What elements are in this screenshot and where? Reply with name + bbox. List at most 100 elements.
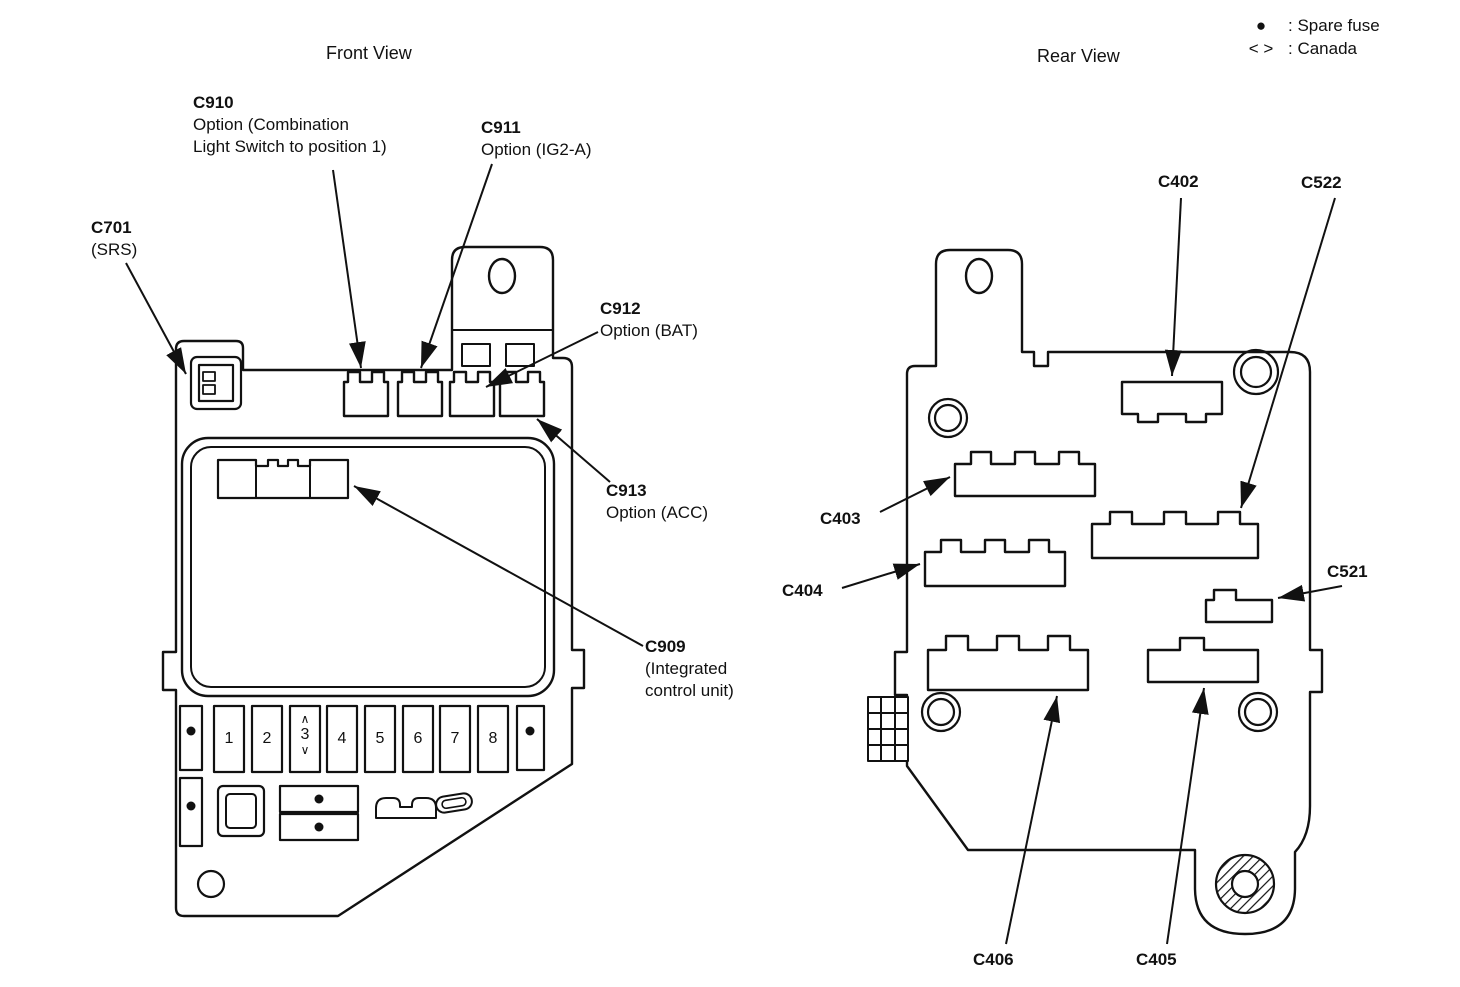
connector-desc: Option (BAT): [600, 321, 698, 340]
fuse-number-2: 2: [262, 730, 272, 747]
spare-fuse-slot: [178, 776, 204, 848]
label-c910: C910 Option (Combination Light Switch to…: [193, 92, 387, 158]
label-c912: C912 Option (BAT): [600, 298, 698, 342]
leader-c911: [420, 163, 493, 369]
label-c406: C406: [973, 950, 1014, 969]
label-c403: C403: [820, 509, 861, 528]
grommet: [1214, 853, 1276, 915]
spare-fuse-dot: [186, 801, 196, 811]
label-c402: C402: [1158, 172, 1199, 191]
spare-fuse-dot: [314, 794, 324, 804]
leader-c913: [536, 418, 611, 483]
rear-left-connector-block: [867, 696, 909, 762]
canada-brackets-symbol: < >: [1248, 39, 1274, 58]
spare-fuse-dot: [186, 726, 196, 736]
fuse-number-4: 4: [337, 730, 347, 747]
connector-c522: [1090, 510, 1260, 560]
connector-id: C910: [193, 93, 234, 112]
fuse-number-3: 3: [300, 726, 310, 743]
spare-fuse-legend-text: : Spare fuse: [1288, 16, 1380, 35]
rear-leader-lines: [841, 197, 1343, 945]
leader-c406: [1005, 695, 1061, 945]
leader-c521: [1277, 584, 1343, 602]
label-c522: C522: [1301, 173, 1342, 192]
fuse-number-3-canada: ∧ 3 ∨: [290, 712, 320, 757]
connector-desc: Option (Combination: [193, 115, 349, 134]
rear-body-outline: [893, 248, 1324, 936]
label-c909: C909 (Integrated control unit): [645, 636, 734, 702]
rear-mount-hole: [964, 257, 994, 295]
connector-c405: [1146, 636, 1260, 684]
label-c911: C911 Option (IG2-A): [481, 117, 592, 161]
leader-c402: [1164, 197, 1182, 377]
connector-id: C701: [91, 218, 132, 237]
connector-id: C912: [600, 299, 641, 318]
relay-socket: [216, 784, 266, 838]
spare-fuse-tray: [278, 812, 360, 842]
leader-c404: [841, 563, 921, 589]
spare-fuse-tray: [278, 784, 360, 814]
spare-fuse-dot: [525, 726, 535, 736]
leader-c912: [485, 331, 599, 388]
fuse-slot-7: [438, 704, 472, 774]
slot-opening: [435, 792, 473, 814]
fuse-number-1: 1: [224, 730, 234, 747]
label-c521: C521: [1327, 562, 1368, 581]
front-mount-hole: [487, 257, 517, 295]
relay-socket-inner: [225, 793, 257, 829]
connector-id: C913: [606, 481, 647, 500]
fuse-slot-8: [476, 704, 510, 774]
front-lower-components: [196, 784, 473, 899]
spare-fuse-slot: [515, 704, 546, 772]
label-c913: C913 Option (ACC): [606, 480, 708, 524]
leader-c701: [125, 262, 187, 375]
spare-fuse-slot: [178, 704, 204, 772]
connector-desc: Light Switch to position 1): [193, 137, 387, 156]
connector-c406: [926, 634, 1090, 692]
spare-fuse-holders: [178, 704, 546, 848]
leader-c909: [353, 485, 644, 647]
rear-mounting-holes: [920, 348, 1280, 733]
fuse-slot-3: [288, 704, 322, 774]
label-c701: C701 (SRS): [91, 217, 137, 261]
connector-desc: Option (ACC): [606, 503, 709, 522]
fuse-number-7: 7: [450, 730, 460, 747]
icu-connector-c909: [216, 458, 350, 500]
canada-marker-top: ∧: [300, 712, 310, 726]
connector-c404: [923, 538, 1067, 588]
connector-c403: [953, 450, 1097, 498]
legend: ● : Spare fuse < > : Canada: [1238, 14, 1380, 60]
front-view-drawing: [125, 163, 644, 918]
fuse-slot-1: [212, 704, 246, 774]
connector-desc: control unit): [645, 681, 734, 700]
connector-c910: [342, 370, 390, 418]
fuse-puller: [375, 797, 437, 819]
connector-desc: (Integrated: [645, 659, 728, 678]
front-view-title: Front View: [326, 43, 412, 63]
front-tab-block: [505, 343, 535, 367]
fuse-slot-5: [363, 704, 397, 774]
fuse-slot-2: [250, 704, 284, 774]
connector-desc: (SRS): [91, 240, 138, 259]
front-tab-block: [461, 343, 491, 367]
connector-c521: [1204, 588, 1274, 624]
leader-c522: [1240, 197, 1336, 509]
srs-connector-c701: [189, 355, 243, 411]
fuse-number-6: 6: [413, 730, 423, 747]
leader-c405: [1166, 687, 1209, 945]
icu-panel-inner: [190, 446, 546, 688]
fuse-number-8: 8: [488, 730, 498, 747]
leader-c910: [332, 169, 366, 369]
canada-marker-bottom: ∨: [300, 743, 310, 757]
connector-desc: Option (IG2-A): [481, 140, 592, 159]
fuse-row: [212, 704, 510, 774]
label-c405: C405: [1136, 950, 1177, 969]
spare-fuse-dot: [314, 822, 324, 832]
label-c404: C404: [782, 581, 823, 600]
icu-panel-outer: [180, 436, 556, 698]
canada-legend-text: : Canada: [1288, 39, 1357, 58]
connector-c402: [1120, 380, 1224, 424]
front-screw-hole: [196, 869, 226, 899]
